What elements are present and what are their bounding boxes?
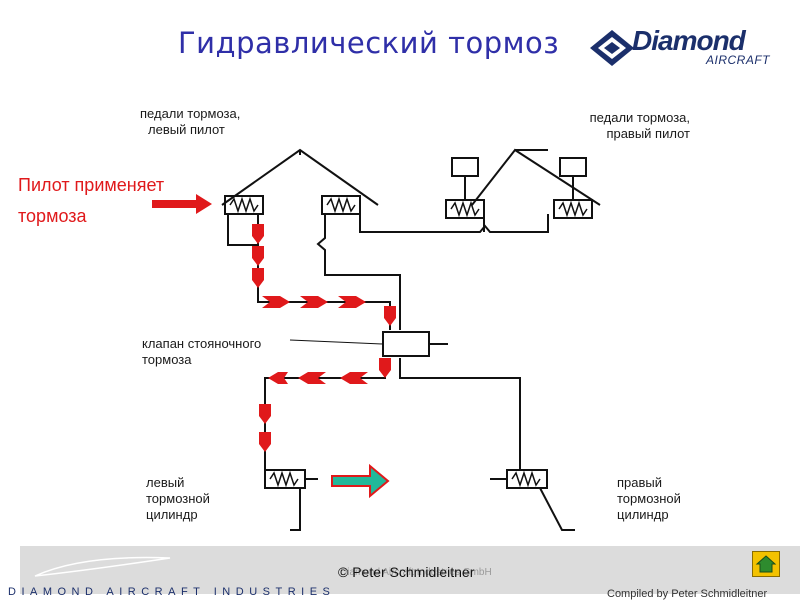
- flow-arrow-left-3: [268, 372, 288, 384]
- flow-arrow-right-3: [338, 296, 366, 308]
- flow-arrow-down-7: [259, 432, 271, 452]
- label-left-pedals: педали тормоза, левый пилот: [140, 106, 241, 137]
- reservoir-left: [451, 157, 479, 177]
- flow-arrow-down-1: [252, 224, 264, 244]
- diamond-logo: Diamond AIRCRAFT: [588, 25, 778, 72]
- footer: Diamond Aircraft Industries GmbH © Peter…: [0, 546, 800, 600]
- diamond-logo-icon: [590, 30, 634, 66]
- label-right-pedals: педали тормоза, правый пилот: [589, 110, 690, 141]
- flow-arrow-left-1: [340, 372, 368, 384]
- label-right-cylinder: правый тормозной цилиндр: [617, 475, 681, 522]
- flow-arrow-pilot: [152, 194, 212, 214]
- flow-arrow-right-2: [300, 296, 328, 308]
- label-parking-valve: клапан стояночного тормоза: [142, 336, 262, 367]
- aircraft-silhouette-icon: [34, 556, 171, 577]
- flow-arrow-down-6: [259, 404, 271, 424]
- footer-company-name: DIAMOND AIRCRAFT INDUSTRIES: [8, 586, 336, 598]
- flow-arrow-left-2: [298, 372, 326, 384]
- piston-motion-arrow: [331, 463, 390, 499]
- left-master-cylinder-2: [321, 195, 361, 215]
- flow-arrow-right-1: [262, 296, 290, 308]
- footer-compiled-by: Compiled by Peter Schmidleitner: [607, 588, 768, 600]
- pipe-to-right-cylinder: [399, 358, 521, 470]
- pilot-applies-brakes-text: Пилот применяет тормоза: [18, 175, 165, 226]
- logo-subtitle: AIRCRAFT: [706, 53, 770, 67]
- label-left-cylinder: левый тормозной цилиндр: [146, 475, 210, 522]
- flow-arrow-down-3: [252, 268, 264, 288]
- footer-company-ghost: Diamond Aircraft Industries GmbH: [340, 567, 492, 578]
- left-wheel-cylinder: [264, 469, 306, 489]
- flow-arrow-down-4: [384, 306, 396, 326]
- footer-copyright: © Peter Schmidleitner: [338, 564, 475, 580]
- diagram-panel: [138, 93, 710, 536]
- pipe-left-loop: [227, 214, 258, 246]
- reservoir-right: [559, 157, 587, 177]
- flow-arrow-down-5: [379, 358, 391, 378]
- pipe-center-down: [316, 214, 401, 330]
- left-master-cylinder-1: [224, 195, 264, 215]
- page-title: Гидравлический тормоз: [178, 26, 560, 60]
- home-icon: [755, 555, 777, 573]
- flow-arrow-down-2: [252, 246, 264, 266]
- home-button[interactable]: [752, 551, 780, 577]
- footer-bar: [20, 546, 800, 594]
- parking-brake-valve: [382, 331, 430, 357]
- right-wheel-cylinder: [506, 469, 548, 489]
- pipe-crossover: [359, 214, 549, 233]
- logo-wordmark: Diamond: [632, 25, 746, 56]
